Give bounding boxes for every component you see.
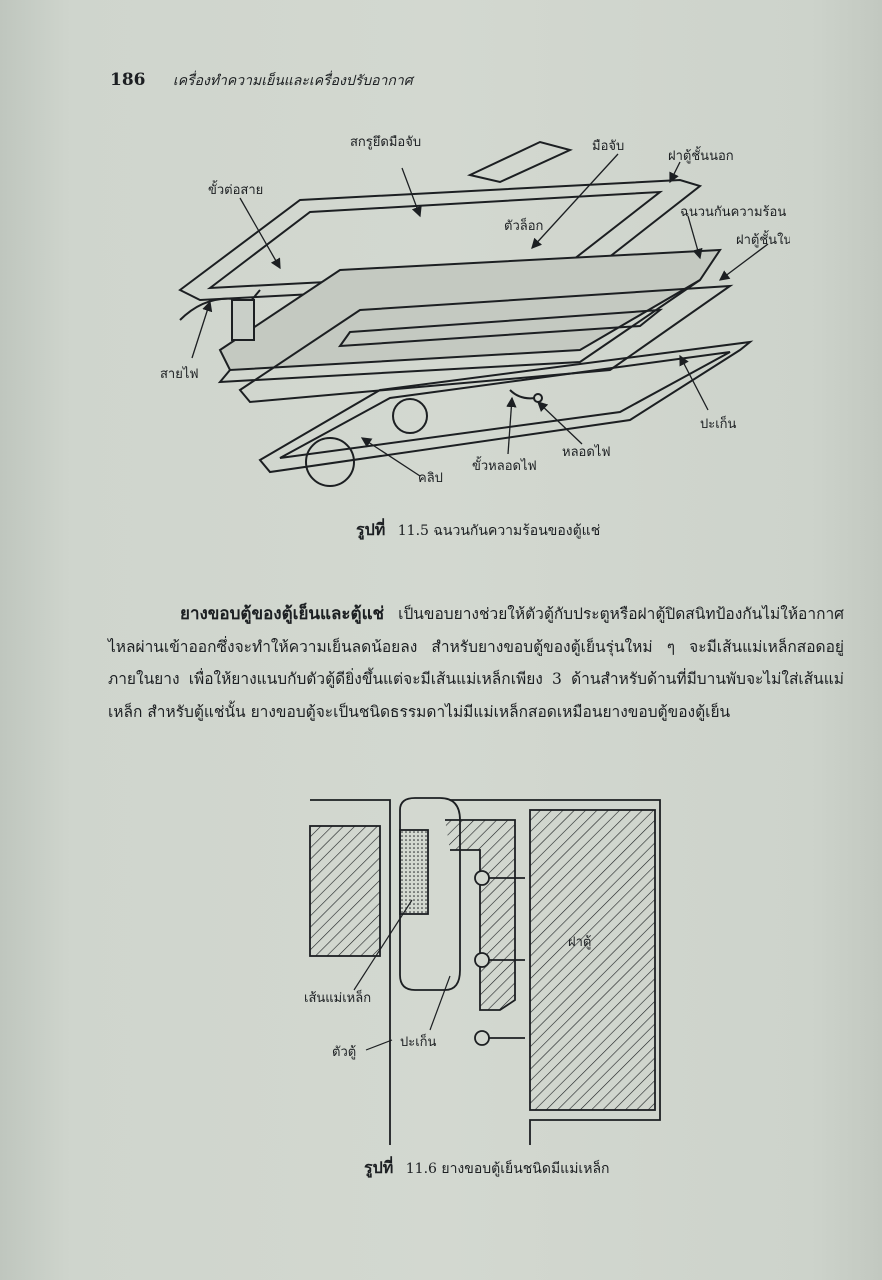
label-insulation: ฉนวนกันความร้อน	[680, 205, 786, 220]
label-door: ฝาตู้	[568, 935, 591, 950]
leader-lines	[191, 153, 769, 477]
gasket-leader-lines	[353, 899, 451, 1051]
label-lock: ตัวล็อก	[504, 216, 543, 234]
label-wire: สายไฟ	[160, 366, 199, 382]
label-gasket: ปะเก็น	[700, 414, 737, 432]
paragraph-body: เป็นขอบยางช่วยให้ตัวตู้กับประตูหรือฝาตู้…	[108, 605, 844, 721]
label-bulb-socket: ขั้วหลอดไฟ	[472, 456, 537, 474]
figure2-caption-label: รูปที่	[364, 1158, 394, 1177]
figure1-caption-label: รูปที่	[356, 520, 386, 539]
label-clip: คลิป	[418, 471, 443, 486]
page-header: 186 เครื่องทำความเย็นและเครื่องปรับอากาศ	[110, 70, 413, 92]
label-gasket-2: ปะเก็น	[400, 1032, 437, 1050]
figure-freezer-lid-exploded: สกรูยึดมือจับ มือจับ ฝาตู้ชั้นนอก ขั้วต่…	[160, 134, 790, 487]
exploded-lid-drawing	[178, 140, 754, 487]
page-number: 186	[110, 70, 146, 90]
body-paragraph: ยางขอบตู้ของตู้เย็นและตู้แช่ เป็นขอบยางช…	[108, 598, 844, 728]
label-handle-screw: สกรูยึดมือจับ	[350, 134, 421, 150]
label-handle: มือจับ	[592, 138, 624, 154]
gasket-cross-section	[309, 797, 661, 1145]
figure2-caption: รูปที่ 11.6 ยางขอบตู้เย็นชนิดมีแม่เหล็ก	[364, 1156, 610, 1181]
label-terminal: ขั้วต่อสาย	[208, 180, 263, 198]
paragraph-lead: ยางขอบตู้ของตู้เย็นและตู้แช่	[180, 604, 385, 624]
figure-magnetic-gasket: ฝาตู้ เส้นแม่เหล็ก ตัวตู้ ปะเก็น	[304, 797, 661, 1145]
running-title: เครื่องทำความเย็นและเครื่องปรับอากาศ	[172, 73, 413, 89]
label-cabinet-body: ตัวตู้	[332, 1045, 356, 1060]
figure2-caption-text: 11.6 ยางขอบตู้เย็นชนิดมีแม่เหล็ก	[405, 1161, 610, 1177]
label-bulb: หลอดไฟ	[562, 444, 611, 460]
label-inner-door: ฝาตู้ชั้นใน	[736, 230, 790, 248]
figure1-caption-text: 11.5 ฉนวนกันความร้อนของตู้แช่	[397, 523, 601, 539]
label-outer-door: ฝาตู้ชั้นนอก	[668, 146, 734, 164]
label-magnet-strip: เส้นแม่เหล็ก	[304, 988, 371, 1006]
figure1-caption: รูปที่ 11.5 ฉนวนกันความร้อนของตู้แช่	[356, 518, 600, 543]
